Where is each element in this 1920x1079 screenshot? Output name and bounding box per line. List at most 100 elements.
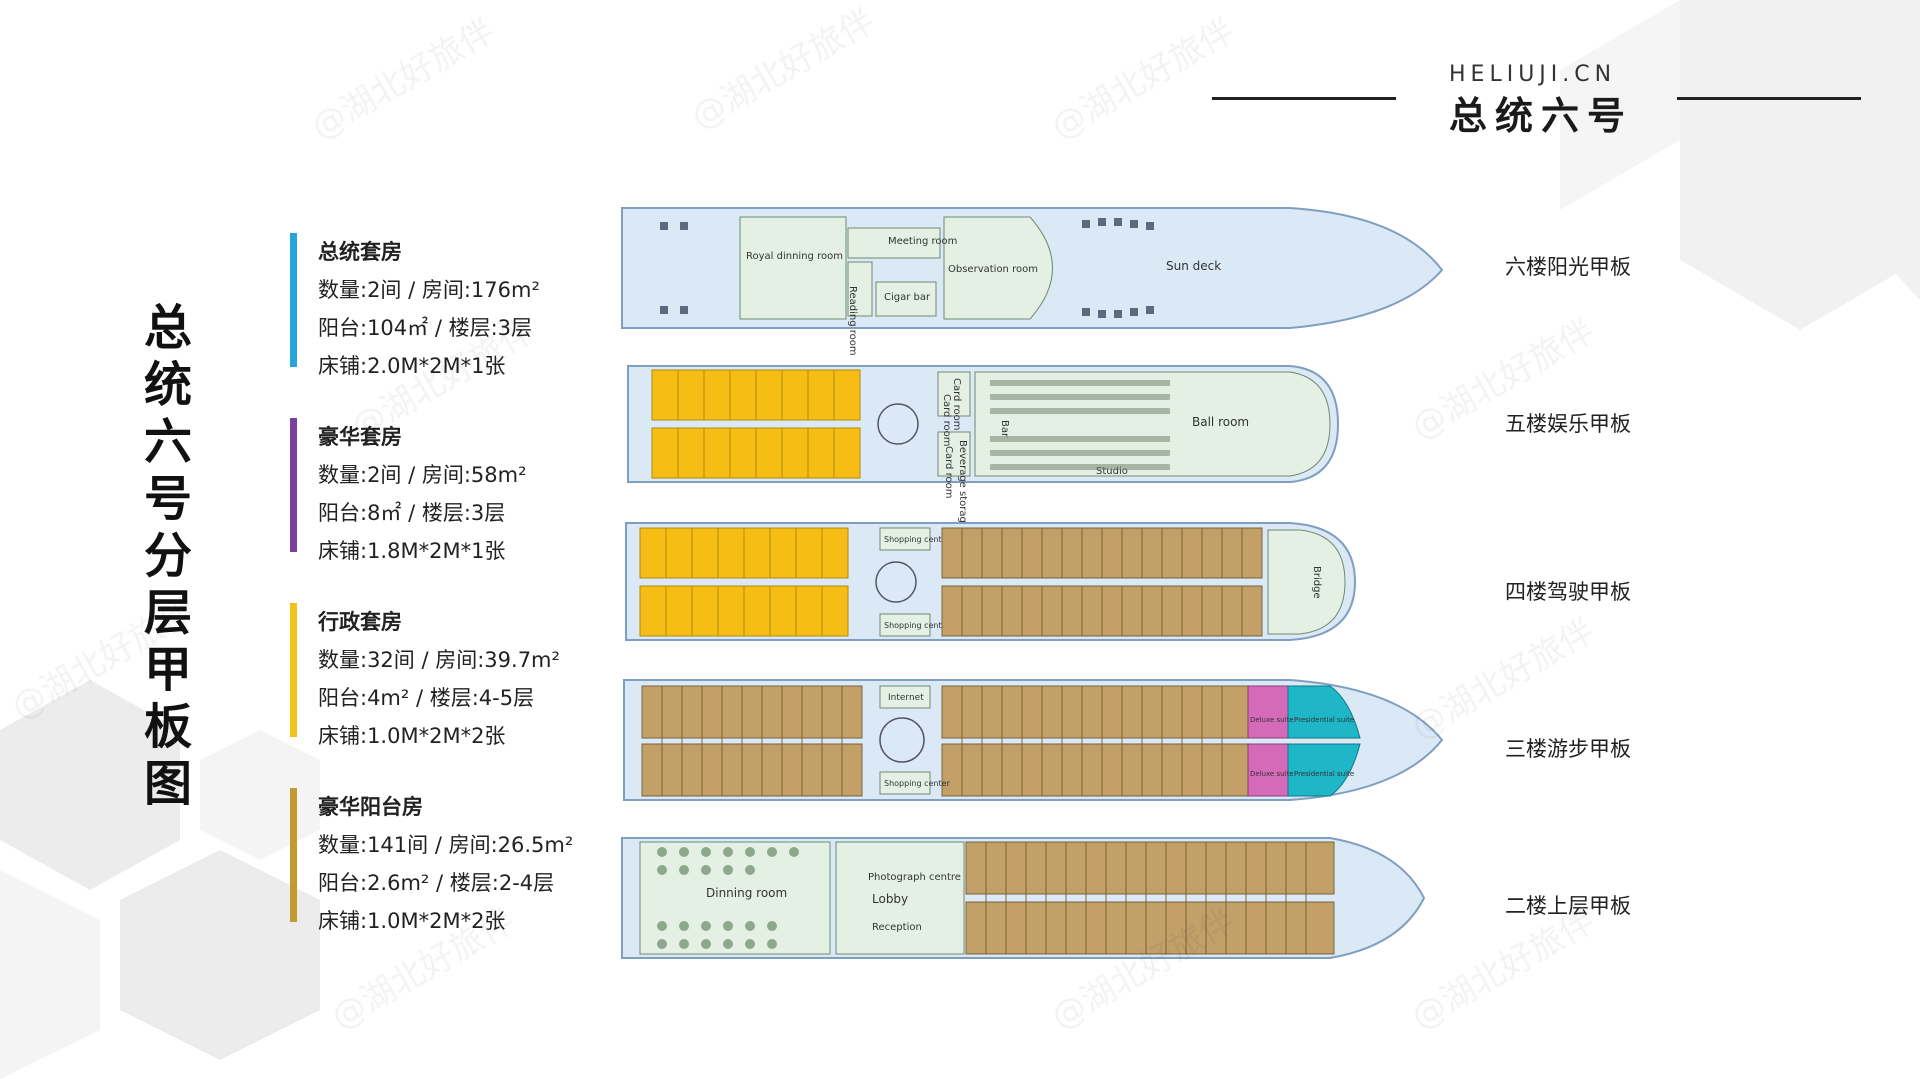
room-type-bed: 床铺:2.0M*2M*1张 bbox=[318, 354, 506, 378]
label-presidential-suite-top: Presidential suite bbox=[1294, 716, 1354, 724]
label-dinning-room: Dinning room bbox=[706, 886, 787, 900]
deck-3: Internet Shopping center Deluxe suite Pr… bbox=[623, 679, 1444, 801]
label-lobby: Lobby bbox=[872, 892, 908, 906]
area-shopping-center-1 bbox=[879, 527, 931, 551]
room-type-bed: 床铺:1.0M*2M*2张 bbox=[318, 909, 506, 933]
cabin-presidential-suite-bottom bbox=[1287, 743, 1361, 797]
area-meeting-room bbox=[847, 227, 941, 259]
room-type-balcony: 阳台:8㎡ / 楼层:3层 bbox=[318, 501, 506, 525]
stairwell-deck-5 bbox=[877, 403, 919, 445]
brand-chinese: 总统六号 bbox=[1449, 94, 1634, 138]
room-type-title: 行政套房 bbox=[318, 610, 402, 634]
room-type-title: 总统套房 bbox=[318, 240, 402, 264]
deck-label-3: 三楼游步甲板 bbox=[1505, 737, 1631, 761]
header-rule-right bbox=[1677, 97, 1861, 100]
brand-english: HELIUJI.CN bbox=[1449, 62, 1617, 87]
label-bridge: Bridge bbox=[1311, 566, 1322, 599]
watermark-text: @湖北好旅伴 bbox=[345, 311, 542, 448]
label-observation-room: Observation room bbox=[948, 264, 1038, 275]
deck-4: Shopping center Shopping center Bridge bbox=[625, 522, 1357, 641]
label-card-room-2: Card room bbox=[941, 394, 952, 446]
color-bar-balcony bbox=[290, 788, 297, 922]
cabin-deluxe-suite-top bbox=[1247, 685, 1289, 739]
area-lobby bbox=[835, 841, 965, 955]
cabin-dividers-deck-3 bbox=[661, 686, 1223, 796]
watermark-text: @湖北好旅伴 bbox=[325, 901, 522, 1038]
header-rule-left bbox=[1212, 97, 1396, 100]
watermark-text: @湖北好旅伴 bbox=[1045, 11, 1242, 148]
deck-5: Card room Card room Bar Beverage storage… bbox=[627, 365, 1340, 529]
area-royal-dinning-room bbox=[739, 216, 847, 320]
area-observation-room bbox=[943, 216, 1053, 320]
label-studio: Studio bbox=[1096, 466, 1128, 477]
deck-label-6: 六楼阳光甲板 bbox=[1505, 255, 1631, 279]
deck-label-2: 二楼上层甲板 bbox=[1505, 894, 1631, 918]
room-type-count: 数量:32间 / 房间:39.7m² bbox=[318, 648, 560, 672]
room-type-bed: 床铺:1.8M*2M*1张 bbox=[318, 539, 506, 563]
label-photograph-centre: Photograph centre bbox=[868, 872, 961, 883]
cabins-deck-5-bottom bbox=[651, 427, 861, 479]
label-internet: Internet bbox=[888, 693, 924, 703]
label-shopping-center-1: Shopping center bbox=[884, 535, 951, 544]
label-shopping-center-3: Shopping center bbox=[884, 779, 951, 788]
label-royal-dinning-room: Royal dinning room bbox=[746, 251, 843, 262]
ballroom-seating bbox=[990, 380, 1170, 470]
color-bar-deluxe-suite bbox=[290, 418, 297, 552]
cabin-dividers-deck-4 bbox=[961, 528, 1243, 636]
area-internet bbox=[879, 685, 931, 709]
label-shopping-center-2: Shopping center bbox=[884, 621, 951, 630]
watermark-text: @湖北好旅伴 bbox=[1405, 311, 1602, 448]
room-type-count: 数量:2间 / 房间:176m² bbox=[318, 278, 540, 302]
label-cigar-bar: Cigar bar bbox=[884, 292, 931, 303]
color-bar-presidential bbox=[290, 233, 297, 367]
area-dinning-room bbox=[639, 841, 831, 955]
label-card-room-3: Card room bbox=[943, 446, 954, 498]
deck-label-4: 四楼驾驶甲板 bbox=[1505, 580, 1631, 604]
cabin-presidential-suite-top bbox=[1287, 685, 1361, 739]
color-bar-executive bbox=[290, 603, 297, 737]
label-reception: Reception bbox=[872, 922, 922, 933]
room-type-title: 豪华套房 bbox=[318, 425, 402, 449]
cabins-deck-4-executive bbox=[639, 527, 849, 637]
sun-loungers bbox=[660, 218, 1154, 318]
label-meeting-room: Meeting room bbox=[888, 236, 957, 247]
watermark-text: @湖北好旅伴 bbox=[685, 1, 882, 138]
dinning-tables bbox=[657, 847, 799, 949]
stairwell-deck-4 bbox=[875, 561, 917, 603]
watermark-text: @湖北好旅伴 bbox=[305, 11, 502, 148]
deck-2: Dinning room Photograph centre Lobby Rec… bbox=[621, 837, 1426, 959]
label-bar: Bar bbox=[999, 420, 1010, 438]
label-card-room-1: Card room bbox=[951, 378, 962, 430]
label-ball-room: Ball room bbox=[1192, 415, 1249, 429]
brand: HELIUJI.CN 总统六号 bbox=[1449, 62, 1633, 140]
room-type-balcony: 阳台:2.6m² / 楼层:2-4层 bbox=[318, 871, 555, 895]
room-type-bed: 床铺:1.0M*2M*2张 bbox=[318, 724, 506, 748]
label-sun-deck: Sun deck bbox=[1166, 259, 1221, 273]
cabin-deluxe-suite-bottom bbox=[1247, 743, 1289, 797]
area-ball-room bbox=[974, 371, 1331, 477]
label-deluxe-suite-top: Deluxe suite bbox=[1250, 716, 1294, 724]
room-type-title: 豪华阳台房 bbox=[318, 795, 423, 819]
cabin-dividers-deck-2 bbox=[985, 842, 1307, 954]
stairwell-deck-3 bbox=[879, 717, 925, 763]
label-presidential-suite-bottom: Presidential suite bbox=[1294, 770, 1354, 778]
watermark-text: @湖北好旅伴 bbox=[5, 591, 202, 728]
room-type-balcony: 阳台:104㎡ / 楼层:3层 bbox=[318, 316, 533, 340]
room-type-count: 数量:141间 / 房间:26.5m² bbox=[318, 833, 574, 857]
area-shopping-center-2 bbox=[879, 613, 931, 637]
room-type-count: 数量:2间 / 房间:58m² bbox=[318, 463, 527, 487]
label-reading-room: Reading room bbox=[847, 286, 858, 356]
cabins-deck-3-balcony bbox=[641, 685, 1249, 797]
area-cigar-bar bbox=[875, 281, 937, 317]
label-beverage-storage: Beverage storage bbox=[957, 440, 968, 529]
deck-label-5: 五楼娱乐甲板 bbox=[1505, 412, 1631, 436]
room-type-balcony: 阳台:4m² / 楼层:4-5层 bbox=[318, 686, 535, 710]
deck-6: Royal dinning room Meeting room Reading … bbox=[621, 207, 1444, 356]
area-shopping-center-3 bbox=[879, 771, 931, 795]
side-title: 总统六号分层甲板图 bbox=[143, 300, 192, 812]
area-card-room-2 bbox=[937, 431, 971, 477]
label-deluxe-suite-bottom: Deluxe suite bbox=[1250, 770, 1294, 778]
area-card-room-1 bbox=[937, 371, 971, 417]
cabins-deck-2-balcony bbox=[965, 841, 1335, 955]
